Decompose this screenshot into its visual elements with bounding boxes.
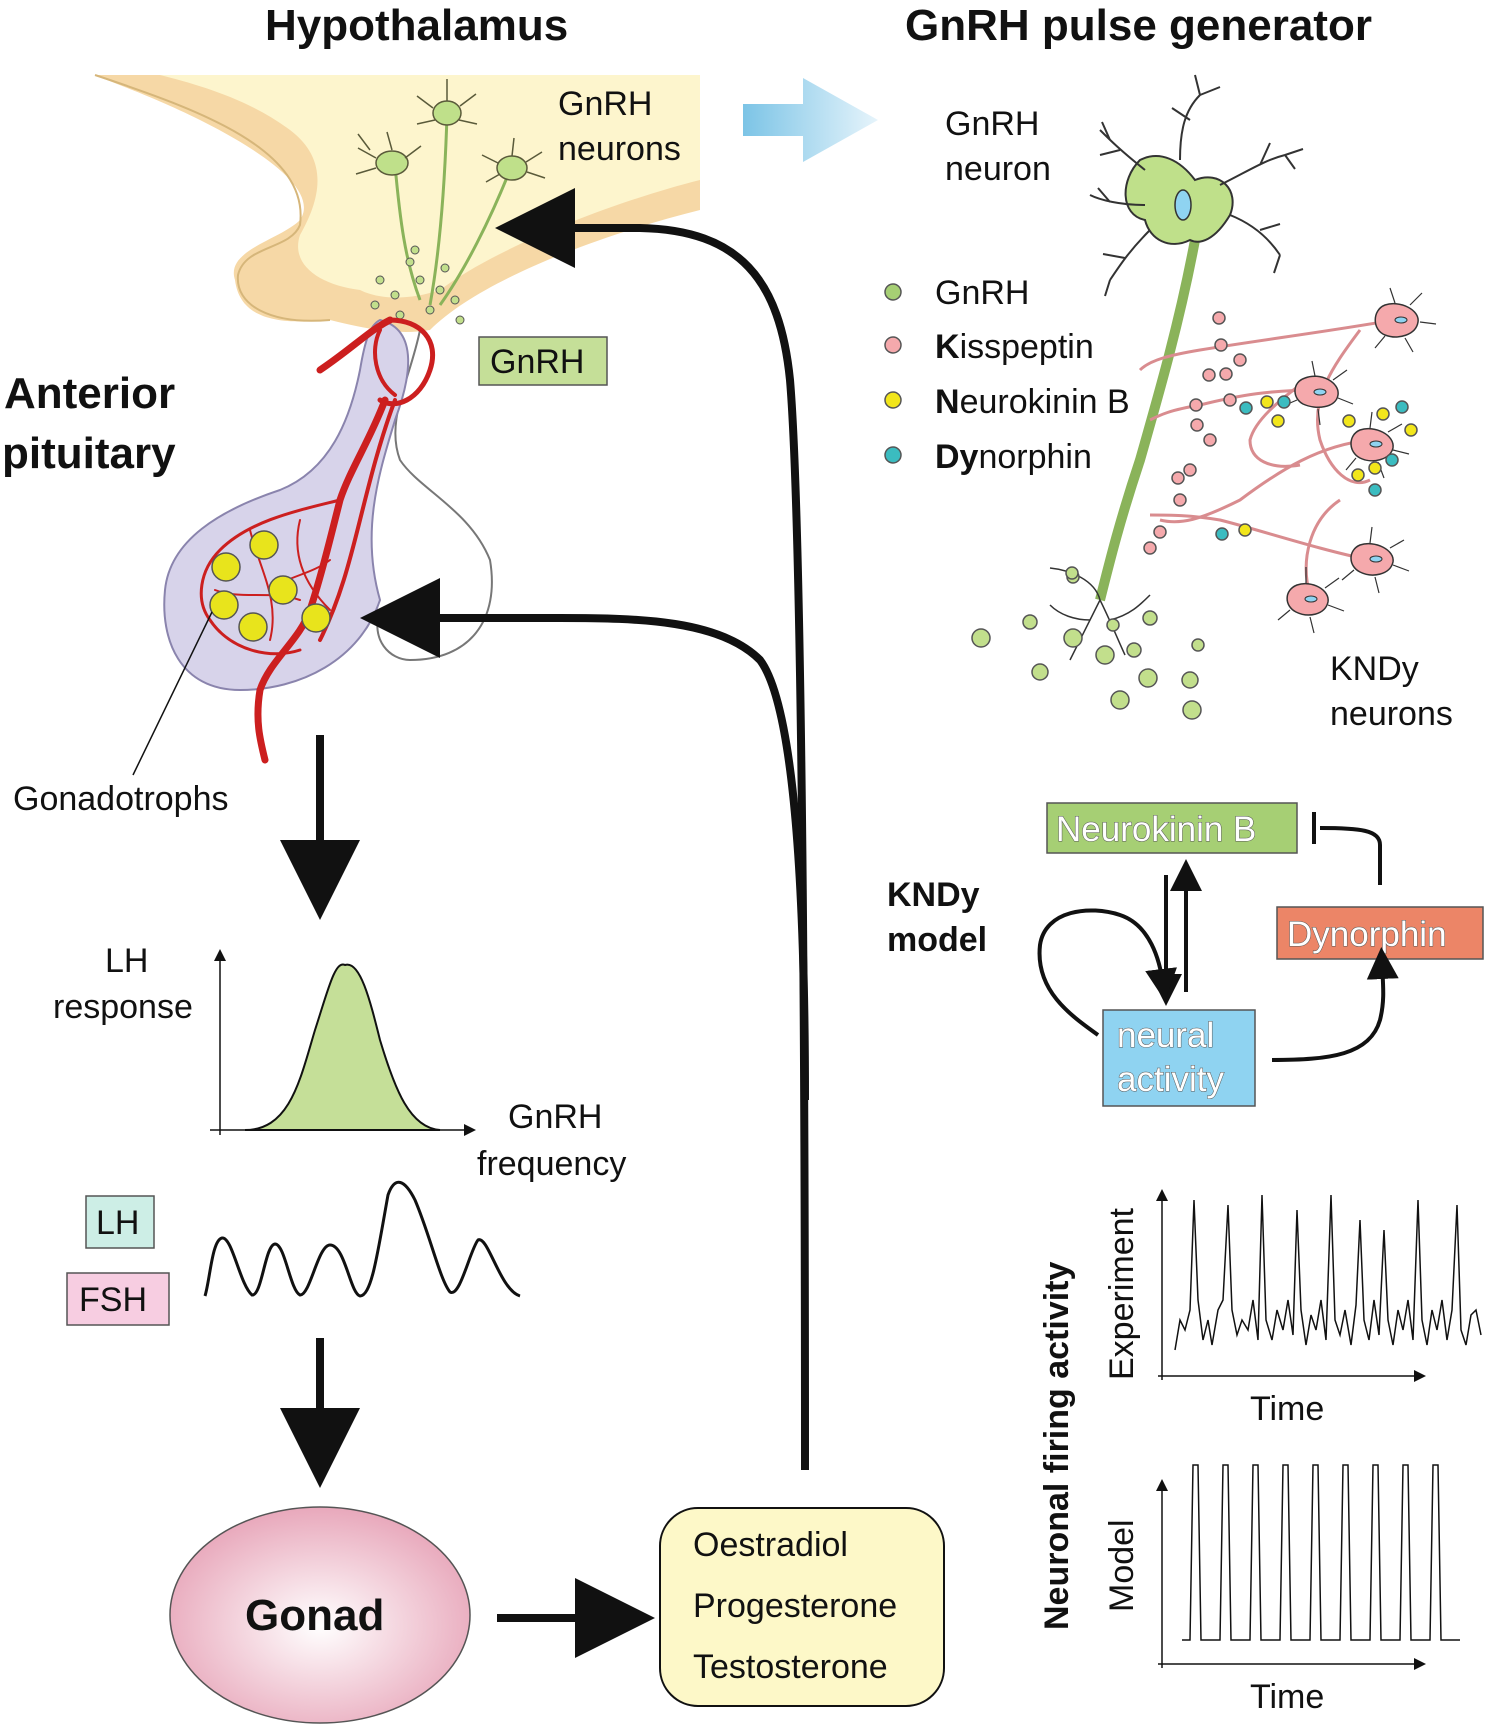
neurokinin-b-dots bbox=[1238, 395, 1418, 537]
gnrh-release-dots bbox=[370, 245, 465, 325]
gonad-label: Gonad bbox=[245, 1591, 384, 1640]
neurokinin-b-box bbox=[1046, 802, 1298, 854]
gnrh-neurons-small bbox=[355, 79, 546, 306]
model-time-label: Time bbox=[1250, 1678, 1324, 1716]
legend: GnRH Kisspeptin Neurokinin B Dynorphin bbox=[884, 274, 1130, 476]
kndy-model-label-2: model bbox=[887, 921, 987, 959]
hypothalamus-to-generator-arrow bbox=[743, 78, 878, 162]
legend-swatch-neurokinin-b bbox=[884, 391, 902, 409]
lh-fsh-pulse-wave bbox=[203, 1181, 521, 1298]
legend-swatch-dynorphin bbox=[884, 446, 902, 464]
neural-activity-label-1: neural bbox=[1117, 1016, 1214, 1055]
neural-activity-box bbox=[1102, 1009, 1256, 1107]
gnrh-neuron-large bbox=[1049, 74, 1304, 661]
anterior-pituitary-label-2: pituitary bbox=[2, 429, 176, 478]
fsh-box-label: FSH bbox=[79, 1281, 147, 1319]
kndy-neurons-label-1: KNDy bbox=[1330, 650, 1419, 688]
legend-kisspeptin: Kisspeptin bbox=[935, 328, 1094, 366]
steroids-box bbox=[659, 1507, 945, 1707]
experiment-time-label: Time bbox=[1250, 1390, 1324, 1428]
lh-response-xlabel-1: GnRH bbox=[508, 1098, 602, 1136]
gnrh-neurons-label-1: GnRH bbox=[558, 85, 652, 123]
firing-axis-title: Neuronal firing activity bbox=[1038, 1262, 1076, 1630]
steroid-progesterone: Progesterone bbox=[693, 1587, 897, 1625]
title-hypothalamus: Hypothalamus bbox=[265, 1, 568, 50]
feedback-arrow-pituitary bbox=[360, 578, 809, 1101]
legend-swatch-kisspeptin bbox=[884, 336, 902, 354]
lh-response-plot bbox=[210, 949, 476, 1136]
steroid-oestradiol: Oestradiol bbox=[693, 1526, 848, 1564]
kndy-neurons-label-2: neurons bbox=[1330, 695, 1453, 733]
posterior-pituitary bbox=[376, 329, 493, 662]
kndy-model-arrows bbox=[1037, 812, 1399, 1062]
fsh-box bbox=[66, 1272, 170, 1326]
gnrh-neuron-label-1: GnRH bbox=[945, 105, 1039, 143]
gnrh-neuron-label-2: neuron bbox=[945, 150, 1051, 188]
gnrh-box-label: GnRH bbox=[490, 343, 584, 381]
gnrh-neurons-label-2: neurons bbox=[558, 130, 681, 168]
model-trace-plot bbox=[1156, 1464, 1460, 1670]
legend-swatch-gnrh bbox=[884, 283, 902, 301]
gonadotrophs-pointer bbox=[132, 611, 213, 776]
lh-box bbox=[85, 1195, 155, 1249]
dynorphin-box-label: Dynorphin bbox=[1287, 915, 1447, 954]
gonad-shape bbox=[169, 1506, 471, 1724]
dynorphin-dots bbox=[1215, 395, 1409, 541]
legend-dynorphin: Dynorphin bbox=[935, 438, 1092, 476]
kndy-neurons bbox=[1138, 287, 1437, 634]
model-trace bbox=[1182, 1464, 1460, 1641]
feedback-arrow-hypothalamus bbox=[495, 188, 809, 1471]
gnrh-box bbox=[478, 336, 608, 386]
lh-response-ylabel-2: response bbox=[53, 988, 193, 1026]
neural-activity-label-2: activity bbox=[1117, 1060, 1224, 1099]
anterior-pituitary-label-1: Anterior bbox=[4, 369, 175, 418]
neurokinin-b-box-label: Neurokinin B bbox=[1056, 810, 1256, 849]
legend-neurokinin-b: Neurokinin B bbox=[935, 383, 1130, 421]
lh-box-label: LH bbox=[96, 1204, 139, 1242]
gnrh-dots-large bbox=[971, 566, 1205, 720]
lh-response-xlabel-2: frequency bbox=[477, 1145, 626, 1183]
title-gnrh-pulse-generator: GnRH pulse generator bbox=[905, 1, 1372, 50]
kndy-model-label-1: KNDy bbox=[887, 876, 980, 914]
legend-gnrh: GnRH bbox=[935, 274, 1029, 312]
lh-response-ylabel-1: LH bbox=[105, 942, 148, 980]
gonadotrophs-label: Gonadotrophs bbox=[13, 780, 229, 818]
firing-model-label: Model bbox=[1103, 1519, 1141, 1612]
lh-response-curve bbox=[244, 963, 441, 1131]
kisspeptin-dots bbox=[1143, 311, 1247, 555]
steroid-testosterone: Testosterone bbox=[693, 1648, 888, 1686]
firing-experiment-label: Experiment bbox=[1103, 1207, 1141, 1380]
experiment-trace-plot bbox=[1156, 1189, 1482, 1382]
experiment-trace bbox=[1174, 1194, 1482, 1351]
gonadotroph-cells bbox=[209, 530, 331, 642]
